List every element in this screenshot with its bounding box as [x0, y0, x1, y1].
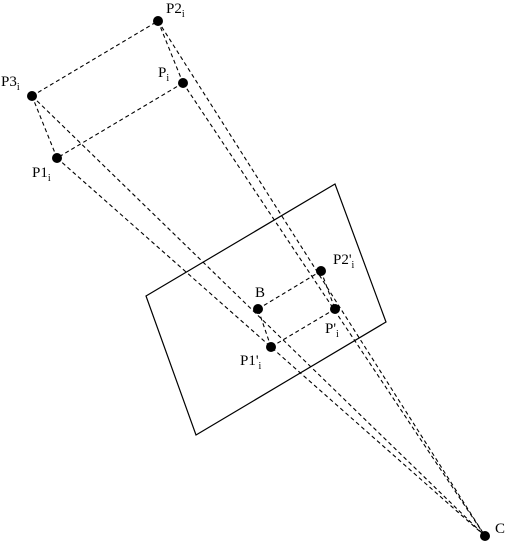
label-p-prime: P'i	[325, 321, 339, 340]
point-pi	[178, 78, 188, 88]
point-b	[253, 304, 263, 314]
point-c	[480, 531, 490, 541]
edge-pp-p1p	[270, 308, 336, 348]
edge-p3-p2	[31, 20, 159, 97]
edge-p2p-pp	[320, 270, 336, 310]
point-p-prime	[330, 304, 340, 314]
label-pi: Pi	[158, 65, 169, 84]
label-p1: P1i	[32, 165, 51, 184]
label-b: B	[255, 285, 265, 301]
point-p1	[52, 153, 62, 163]
ray-p2-c	[157, 20, 486, 537]
point-p3	[27, 91, 37, 101]
label-p1-prime: P1'i	[240, 353, 262, 372]
point-p2	[153, 16, 163, 26]
label-p2-prime: P2'i	[333, 252, 355, 271]
label-p3: P3i	[1, 74, 20, 93]
image-plane	[145, 183, 387, 436]
edge-p1-p3	[31, 95, 58, 159]
point-p2-prime	[316, 266, 326, 276]
ray-p3-c	[31, 95, 486, 537]
point-p1-prime	[266, 342, 276, 352]
edge-pi-p1	[56, 82, 184, 159]
label-c: C	[495, 521, 505, 537]
edge-b-p2p	[257, 270, 322, 310]
label-p2: P2i	[166, 1, 185, 20]
